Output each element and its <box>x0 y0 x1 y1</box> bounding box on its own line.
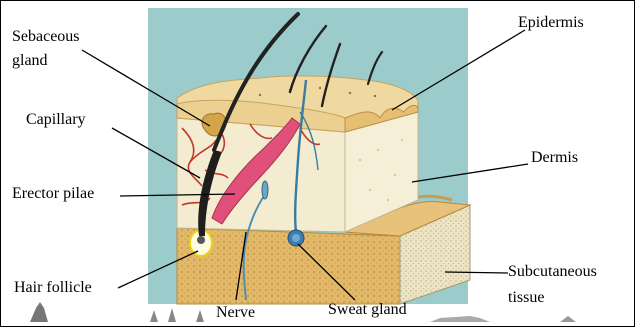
label-nerve: Nerve <box>216 303 255 322</box>
label-subcutaneous-tissue-line2: tissue <box>508 288 544 307</box>
label-dermis: Dermis <box>531 148 578 167</box>
label-subcutaneous-tissue-line1: Subcutaneous <box>508 262 597 281</box>
label-sebaceous-gland-line2: gland <box>12 51 48 70</box>
label-erector-pilae: Erector pilae <box>12 184 94 203</box>
sweat-gland-coil <box>288 230 304 246</box>
label-capillary: Capillary <box>26 110 86 129</box>
decorative-bottom-silhouettes <box>30 302 576 322</box>
label-hair-follicle: Hair follicle <box>14 278 92 297</box>
label-sebaceous-gland-line1: Sebaceous <box>12 27 80 46</box>
label-epidermis: Epidermis <box>518 13 584 32</box>
label-sweat-gland: Sweat gland <box>328 300 407 319</box>
